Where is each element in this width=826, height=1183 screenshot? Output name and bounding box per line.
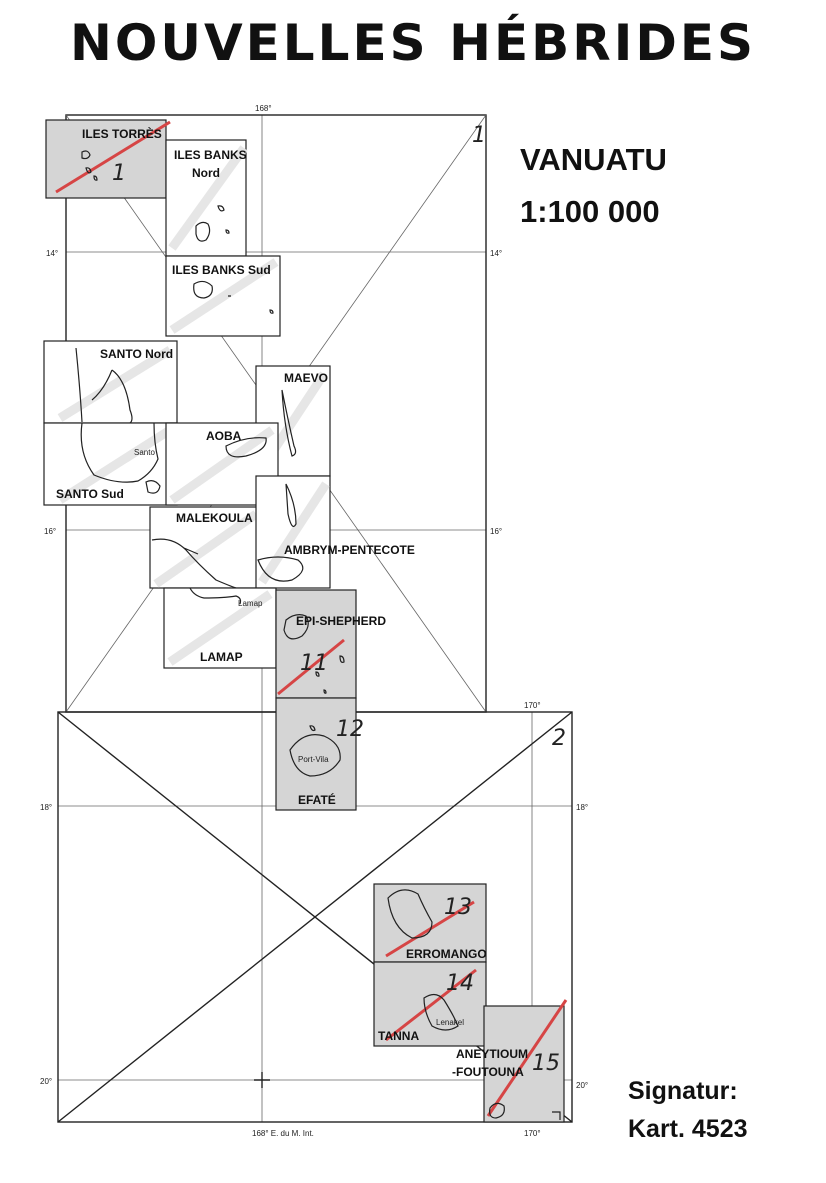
map-title: NOUVELLES HÉBRIDES	[70, 14, 756, 72]
sheet-malekoula[interactable]: MALEKOULA	[149, 506, 263, 589]
lon-168-bottom: 168° E. du M. Int.	[252, 1129, 314, 1138]
sheet-aneytioum-foutouna[interactable]: 15	[483, 999, 568, 1123]
lat-18-right: 18°	[576, 803, 588, 812]
sheet-label-foutouna: -FOUTOUNA	[452, 1065, 524, 1079]
sheet-label: TANNA	[378, 1029, 419, 1043]
frame-1-number: 1	[472, 123, 486, 148]
frame-2-number: 2	[552, 726, 566, 751]
lon-170-bottom: 170°	[524, 1129, 541, 1138]
lat-20-left: 20°	[40, 1077, 52, 1086]
sheet-santo-nord[interactable]: SANTO Nord	[43, 340, 178, 424]
place-lamap: Lamap	[238, 599, 263, 608]
sheet-label: AMBRYM-PENTECOTE	[284, 543, 415, 557]
sheet-ambrym-pentecote[interactable]: AMBRYM-PENTECOTE	[255, 475, 415, 589]
sheet-iles-banks-nord[interactable]: ILES BANKS Nord	[165, 139, 248, 257]
place-santo: Santo	[134, 448, 155, 457]
lon-168-top: 168°	[255, 104, 272, 113]
place-lenakel: Lenakel	[436, 1018, 464, 1027]
signature-value: Kart. 4523	[628, 1115, 748, 1143]
sheet-label: ILES BANKS Sud	[172, 263, 271, 277]
lat-16-left: 16°	[44, 527, 56, 536]
sheet-number: 11	[300, 651, 328, 676]
sheet-label: ILES BANKS	[174, 148, 247, 162]
lat-16-right: 16°	[490, 527, 502, 536]
lat-14-left: 14°	[46, 249, 58, 258]
sheet-label: MAEVO	[284, 371, 328, 385]
sheet-erromango[interactable]: ERROMANGO 13	[373, 883, 487, 963]
country-label: VANUATU	[520, 142, 667, 177]
sheet-label: EFATÉ	[298, 792, 336, 807]
sheet-label: ERROMANGO	[406, 947, 487, 961]
sheet-label: SANTO Sud	[56, 487, 124, 501]
sheet-label-2: Nord	[192, 166, 220, 180]
sheet-tanna[interactable]: Lenakel TANNA 14	[373, 961, 487, 1047]
sheet-efate[interactable]: Port-Vila EFATÉ 12	[275, 697, 364, 811]
sheet-number: 1	[112, 161, 126, 186]
sheet-label: EPI-SHEPHERD	[296, 614, 386, 628]
sheet-iles-banks-sud[interactable]: ILES BANKS Sud	[165, 255, 281, 337]
sheet-label: AOBA	[206, 429, 242, 443]
sheet-lamap[interactable]: Lamap LAMAP	[163, 587, 277, 669]
sheet-maevo[interactable]: MAEVO	[255, 365, 331, 477]
lon-170-top: 170°	[524, 701, 541, 710]
sheet-number: 15	[532, 1051, 560, 1076]
sheet-label: MALEKOULA	[176, 511, 253, 525]
sheet-label: LAMAP	[200, 650, 243, 664]
graticule-labels: 168° 170° 14° 14° 16° 16° 18° 18° 20° 20…	[40, 104, 588, 1138]
sheet-number: 14	[446, 971, 474, 996]
cross-marker	[254, 1072, 270, 1088]
sheet-epi-shepherd[interactable]: EPI-SHEPHERD 11	[275, 589, 386, 699]
sheet-label: ILES TORRÈS	[82, 126, 162, 141]
sheet-iles-torres[interactable]: ILES TORRÈS 1	[45, 119, 171, 199]
sheet-santo-sud[interactable]: Santo SANTO Sud	[43, 422, 178, 506]
signature-label: Signatur:	[628, 1077, 738, 1105]
sheet-label: SANTO Nord	[100, 347, 173, 361]
sheet-number: 13	[444, 895, 472, 920]
lat-18-left: 18°	[40, 803, 52, 812]
sheet-label-aneytioum: ANEYTIOUM	[456, 1047, 528, 1061]
lat-14-right: 14°	[490, 249, 502, 258]
sheet-number: 12	[336, 717, 364, 742]
place-port-vila: Port-Vila	[298, 755, 329, 764]
scale-label: 1:100 000	[520, 194, 660, 229]
lat-20-right: 20°	[576, 1081, 588, 1090]
